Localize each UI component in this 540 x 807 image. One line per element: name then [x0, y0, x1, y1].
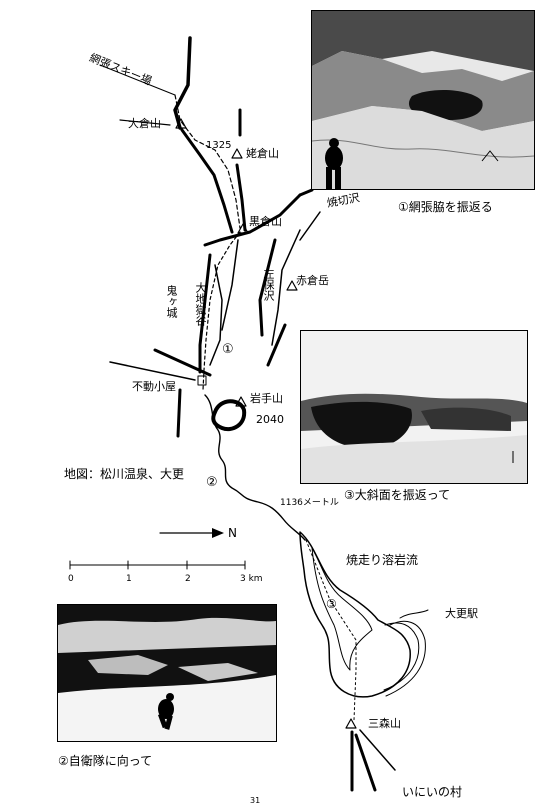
ridge-west — [180, 128, 234, 234]
route-upper — [174, 94, 241, 229]
akakura-ridge — [258, 238, 277, 337]
route-lava — [305, 539, 357, 721]
label-kurokura-yama: 黒倉山 — [249, 215, 282, 228]
ridge-sw — [109, 361, 196, 381]
label-source: 地図：松川温泉、大更 — [64, 467, 185, 481]
peak-akakura — [286, 280, 298, 291]
label-fudo-goya: 不動小屋 — [132, 380, 176, 393]
ridge-iwate — [266, 323, 287, 367]
road-exit — [399, 609, 429, 619]
label-sasa-kuraizawa: 左保沢 — [262, 268, 275, 301]
label-akakura-dake: 赤倉岳 — [296, 274, 329, 287]
caption-photo-2: ②自衛隊に向って — [58, 754, 153, 768]
road-a — [383, 622, 420, 691]
label-sanso-yama: 三森山 — [368, 717, 401, 730]
caption-photo-1: ①網張脇を振返る — [398, 200, 493, 214]
road-b — [385, 620, 426, 697]
photo-3 — [300, 330, 528, 484]
label-elev-1325: 1325 — [206, 140, 232, 151]
scale-label-3: 3 km — [240, 574, 263, 584]
lava-flow — [299, 531, 411, 698]
marker-1: ① — [222, 342, 234, 357]
ridge-to-ski — [99, 64, 176, 96]
label-elev-2040: 2040 — [256, 413, 284, 426]
marker-2: ② — [206, 475, 218, 490]
photo-1 — [311, 10, 535, 190]
route-mid — [202, 231, 241, 391]
label-iwate-san: 岩手山 — [250, 392, 283, 405]
lower-ridge-3 — [359, 729, 396, 771]
valley-b — [221, 239, 239, 331]
peak-sanso — [345, 718, 357, 729]
label-north: N — [228, 526, 237, 540]
ridge-lower — [203, 193, 302, 247]
hut-icon — [197, 375, 207, 386]
label-ojinkuen: 大更駅 — [445, 607, 478, 620]
sawa-line — [271, 229, 301, 346]
sawa-east — [299, 211, 321, 241]
label-village: いにいの村 — [402, 785, 463, 799]
label-elev-1136: 1136メートル — [280, 498, 339, 508]
scale-label-1: 1 — [126, 574, 132, 584]
label-yakebashiri: 焼走り溶岩流 — [346, 553, 419, 567]
peak-iwate — [235, 396, 247, 407]
marker-3: ③ — [326, 597, 337, 611]
photo-2 — [57, 604, 277, 742]
scale-label-2: 2 — [185, 574, 191, 584]
peak-kurokura — [237, 223, 249, 234]
ridge-nw — [153, 348, 212, 377]
label-kakura-yama: 姥倉山 — [246, 147, 279, 160]
peak-kakura — [231, 148, 243, 159]
lower-ridge-2 — [354, 733, 377, 792]
route-zigzag — [204, 394, 306, 541]
label-okura-yama: 大倉山 — [128, 117, 161, 130]
oniga-ridge — [198, 253, 212, 374]
caption-photo-3: ③大斜面を振返って — [344, 488, 451, 502]
label-oniga-jo: 鬼ヶ城 — [165, 285, 178, 318]
ridge-s — [176, 388, 182, 438]
peak-okura — [175, 118, 187, 129]
label-ojigoku-dani: 大地獄谷 — [194, 282, 207, 326]
ridge-east — [298, 188, 314, 197]
ridge-okura — [173, 36, 192, 130]
valley-a — [209, 264, 223, 366]
scale-label-0: 0 — [68, 574, 74, 584]
page-number: 31 — [250, 796, 261, 805]
lava-inner — [311, 547, 373, 671]
ridge-kakura — [235, 108, 247, 232]
ridge-okura-west — [119, 119, 171, 126]
